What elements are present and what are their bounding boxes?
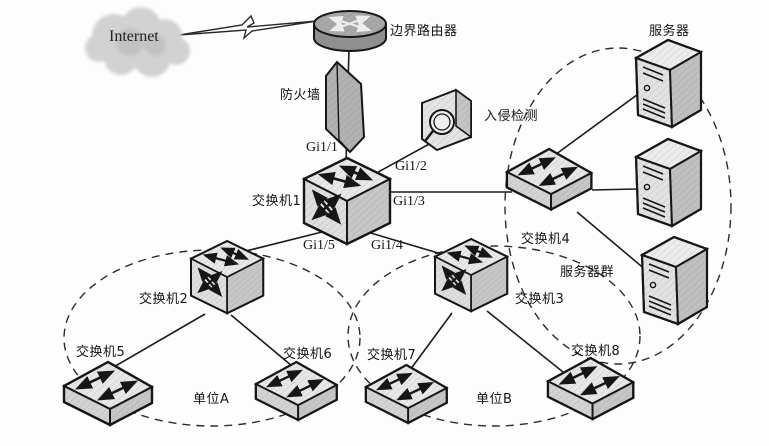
server1-icon <box>634 38 703 129</box>
switch2-icon <box>191 241 263 313</box>
internet-cloud-icon <box>85 7 190 77</box>
switch8-label: 交换机8 <box>571 344 621 359</box>
firewall-icon <box>325 60 366 154</box>
switch3-label: 交换机3 <box>515 292 565 307</box>
server-label: 服务器 <box>649 24 690 39</box>
link-switch2-switch6 <box>230 314 293 367</box>
switch5-icon <box>64 362 152 425</box>
link-switch3-switch8 <box>486 310 564 373</box>
server-group-boundary <box>504 47 732 365</box>
port-label-gi1-5: Gi1/5 <box>303 238 335 253</box>
intrusion-detection-label: 入侵检测 <box>484 109 539 124</box>
connection-lines <box>111 47 648 373</box>
firewall-label: 防火墙 <box>280 88 321 103</box>
link-switch3-switch7 <box>409 312 453 371</box>
switch3-icon <box>435 239 507 311</box>
switch7-label: 交换机7 <box>367 348 417 363</box>
switch8-icon <box>548 358 633 419</box>
unit-b-boundary <box>347 245 641 427</box>
switch2-label: 交换机2 <box>139 292 189 307</box>
switch4-icon <box>507 149 591 209</box>
switch6-icon <box>256 362 337 420</box>
border-router-icon <box>313 10 387 52</box>
port-label-gi1-3: Gi1/3 <box>393 194 425 209</box>
border-router-label: 边界路由器 <box>390 24 458 39</box>
switch7-icon <box>366 365 447 423</box>
link-ids-switch1 <box>370 142 432 177</box>
port-label-gi1-1: Gi1/1 <box>306 140 338 155</box>
unit-b-label: 单位B <box>476 392 513 407</box>
intrusion-detection-icon <box>421 88 472 152</box>
switch1-icon <box>304 158 390 244</box>
server3-icon <box>640 235 709 326</box>
port-label-gi1-2: Gi1/2 <box>395 159 427 174</box>
switch6-label: 交换机6 <box>283 347 333 362</box>
switch1-label: 交换机1 <box>252 194 302 209</box>
port-label-gi1-4: Gi1/4 <box>371 238 403 253</box>
unit-a-label: 单位A <box>193 392 230 407</box>
switch5-label: 交换机5 <box>76 345 126 360</box>
link-switch4-server1 <box>547 91 642 161</box>
link-switch4-server3 <box>576 211 648 272</box>
lightning-wan-link <box>178 14 318 40</box>
link-switch2-switch5 <box>111 313 206 369</box>
internet-label: Internet <box>109 28 159 45</box>
switch4-label: 交换机4 <box>521 232 571 247</box>
link-switch4-server2 <box>591 188 637 191</box>
server-cluster-label: 服务器群 <box>560 265 615 280</box>
server2-icon <box>634 137 703 228</box>
